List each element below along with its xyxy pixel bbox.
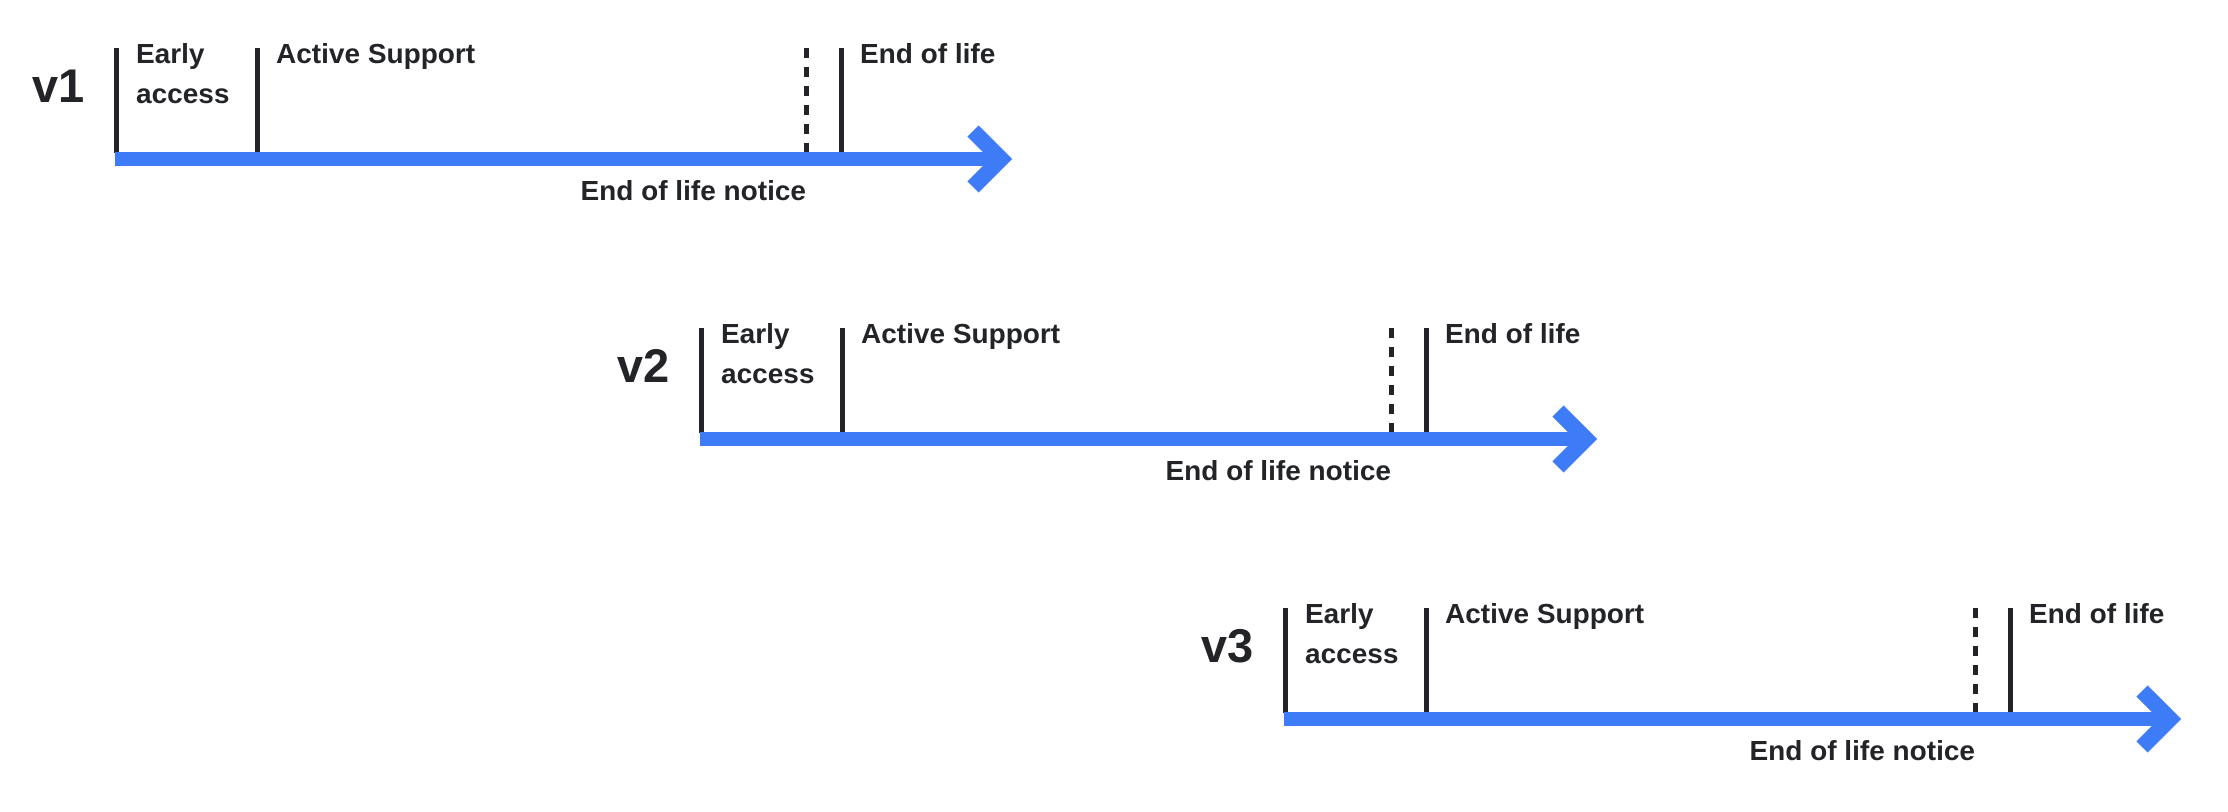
end-of-life-label: End of life <box>860 38 996 69</box>
eol-notice-label: End of life notice <box>1165 455 1391 486</box>
version-label-v1: v1 <box>31 59 85 112</box>
version-label-v2: v2 <box>616 339 670 392</box>
end-of-life-tick <box>1424 328 1429 433</box>
early-access-label: Early access <box>1305 598 1399 670</box>
early-access-start-tick <box>699 328 704 433</box>
timeline-arrow <box>1284 685 2182 753</box>
timeline-row-v1: v1 Early access Active Support End of li… <box>0 0 1060 215</box>
early-access-label: Early access <box>136 38 230 110</box>
eol-notice-dashed-tick <box>1389 328 1394 433</box>
version-label-v3: v3 <box>1200 619 1254 672</box>
eol-notice-dashed-tick <box>804 48 809 153</box>
end-of-life-tick <box>839 48 844 153</box>
early-access-end-tick <box>1424 608 1429 713</box>
eol-notice-label: End of life notice <box>580 175 806 206</box>
timeline-row-v3: v3 Early access Active Support End of li… <box>1169 560 2228 775</box>
eol-notice-label: End of life notice <box>1749 735 1975 766</box>
active-support-label: Active Support <box>861 318 1061 349</box>
early-access-end-tick <box>255 48 260 153</box>
timeline-arrow <box>700 405 1598 473</box>
eol-notice-dashed-tick <box>1973 608 1978 713</box>
active-support-label: Active Support <box>1445 598 1645 629</box>
end-of-life-label: End of life <box>2029 598 2165 629</box>
early-access-start-tick <box>114 48 119 153</box>
early-access-start-tick <box>1283 608 1288 713</box>
timeline-arrow <box>115 125 1013 193</box>
end-of-life-label: End of life <box>1445 318 1581 349</box>
early-access-label: Early access <box>721 318 815 390</box>
timeline-row-v2: v2 Early access Active Support End of li… <box>585 280 1645 495</box>
active-support-label: Active Support <box>276 38 476 69</box>
end-of-life-tick <box>2008 608 2013 713</box>
early-access-end-tick <box>840 328 845 433</box>
